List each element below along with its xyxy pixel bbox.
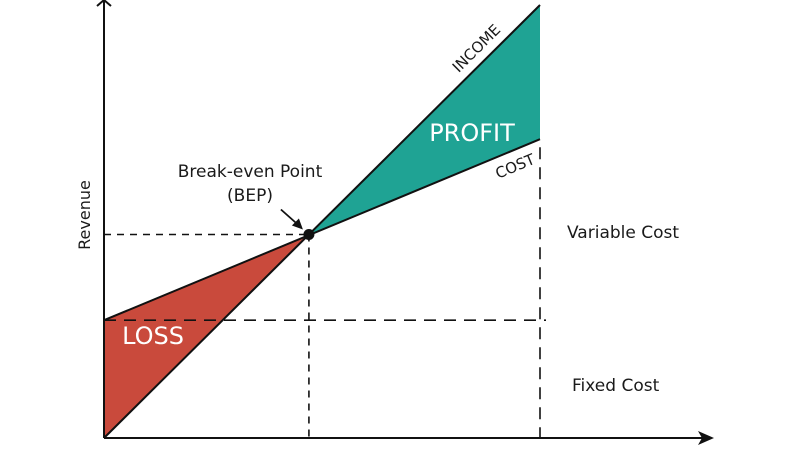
profit-region-label: PROFIT (429, 119, 515, 147)
bep-label-abbrev: (BEP) (227, 186, 273, 206)
bep-label: Break-even Point (178, 162, 323, 182)
fixed-cost-label: Fixed Cost (572, 376, 660, 396)
y-axis-arrow-icon (96, 0, 112, 7)
income-line (103, 4, 541, 439)
break-even-point-marker (303, 228, 315, 240)
y-axis-label: Revenue (75, 180, 94, 250)
x-axis-arrow-icon (698, 431, 714, 445)
bep-pointer-arrow-head-icon (291, 218, 303, 230)
loss-region-label: LOSS (122, 322, 184, 350)
variable-cost-label: Variable Cost (567, 223, 679, 243)
cost-line (103, 138, 541, 322)
